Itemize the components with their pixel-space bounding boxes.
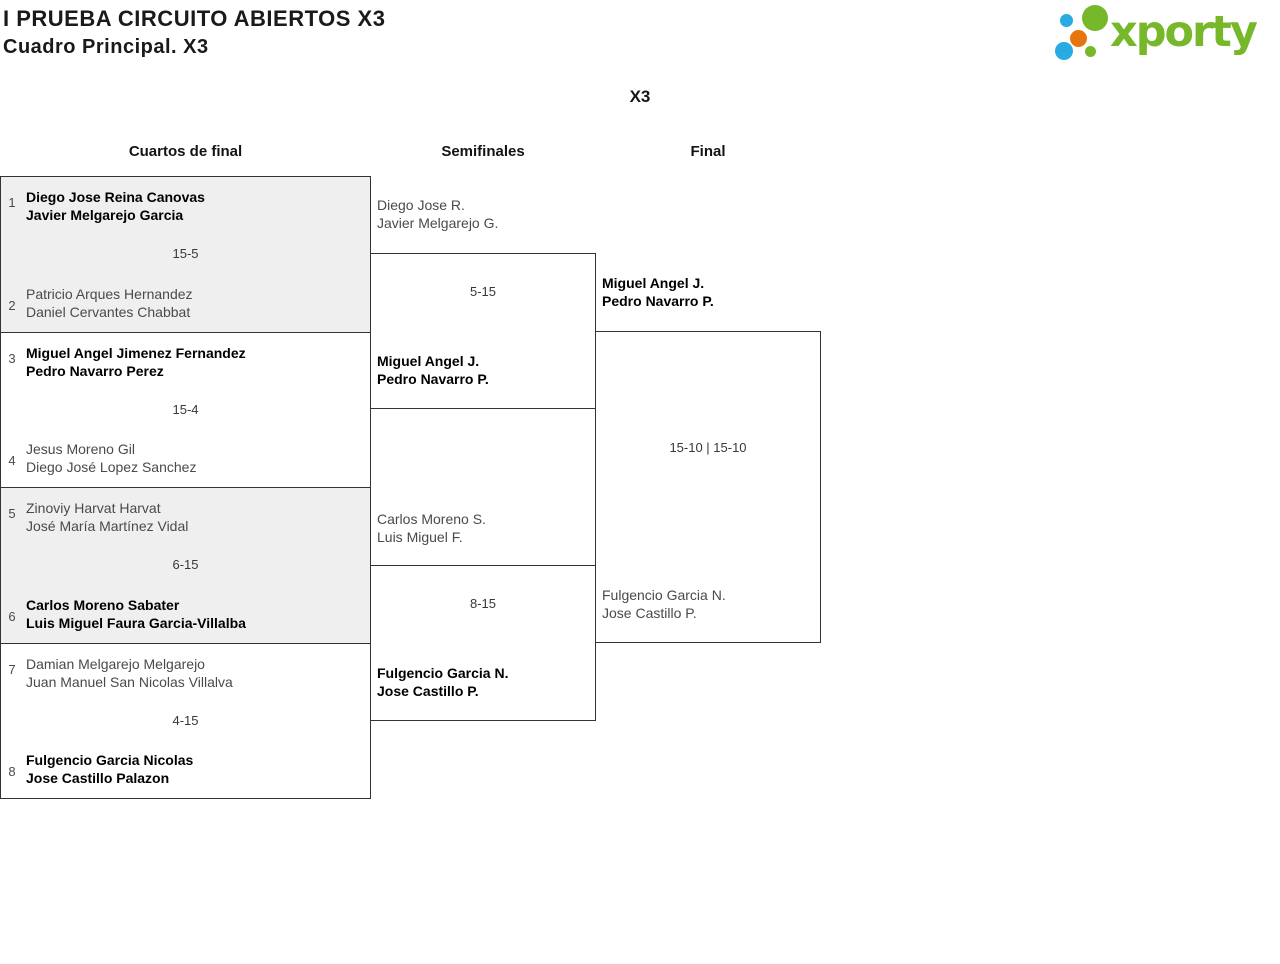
round-header-semifinals: Semifinales <box>441 143 525 160</box>
player-name: José María Martínez Vidal <box>26 518 189 534</box>
round-header-final: Final <box>690 143 726 160</box>
logo-dot-green-small <box>1085 46 1096 57</box>
player-name: Luis Miguel F. <box>377 529 463 545</box>
player-name: Pedro Navarro P. <box>377 371 489 387</box>
xporty-logo[interactable]: xporty <box>1050 0 1280 70</box>
logo-dot-blue-small <box>1060 14 1073 27</box>
team-name: Miguel Angel Jimenez Fernandez Pedro Nav… <box>26 344 246 380</box>
team-name: Miguel Angel J. Pedro Navarro P. <box>377 352 489 388</box>
player-name: Pedro Navarro Perez <box>26 362 164 379</box>
logo-wordmark: xporty <box>1110 7 1258 57</box>
player-name: Miguel Angel J. <box>602 275 705 291</box>
team-name: Jesus Moreno Gil Diego José Lopez Sanche… <box>26 440 196 476</box>
seed-number: 1 <box>8 195 16 210</box>
player-name: Juan Manuel San Nicolas Villalva <box>26 673 233 690</box>
player-name: Patricio Arques Hernandez <box>26 285 193 302</box>
player-name: Fulgencio Garcia N. <box>377 665 509 681</box>
player-name: Fulgencio Garcia N. <box>602 587 726 603</box>
tournament-title: I PRUEBA CIRCUITO ABIERTOS X3 <box>3 6 386 31</box>
draw-subtitle: Cuadro Principal. X3 <box>3 36 209 58</box>
player-name: Zinoviy Harvat Harvat <box>26 500 161 516</box>
team-name: Carlos Moreno S. Luis Miguel F. <box>377 510 486 546</box>
team-name: Damian Melgarejo Melgarejo Juan Manuel S… <box>26 655 233 691</box>
player-name: Jesus Moreno Gil <box>26 441 135 457</box>
player-name: Diego Jose Reina Canovas <box>26 189 205 205</box>
round-header-quarterfinals: Cuartos de final <box>128 143 243 160</box>
player-name: Miguel Angel J. <box>377 353 480 369</box>
quarterfinals-column: 1 Diego Jose Reina Canovas Javier Melgar… <box>0 176 371 799</box>
qf-match-4[interactable]: 7 Damian Melgarejo Melgarejo Juan Manuel… <box>1 642 370 798</box>
team-name: Fulgencio Garcia N. Jose Castillo P. <box>377 664 508 700</box>
team-name: Zinoviy Harvat Harvat José María Martíne… <box>26 499 188 535</box>
player-name: Diego Jose R. <box>377 197 465 213</box>
player-name: Jose Castillo P. <box>602 605 697 621</box>
player-name: Fulgencio Garcia Nicolas <box>26 752 194 768</box>
player-name: Carlos Moreno Sabater <box>26 596 180 613</box>
team-name: Fulgencio Garcia N. Jose Castillo P. <box>602 586 726 622</box>
seed-number: 7 <box>8 661 16 677</box>
team-name: Fulgencio Garcia Nicolas Jose Castillo P… <box>26 751 193 787</box>
player-name: Pedro Navarro P. <box>602 293 714 309</box>
match-score: 8-15 <box>469 596 497 611</box>
seed-number: 2 <box>8 297 16 313</box>
player-name: Luis Miguel Faura Garcia-Villalba <box>26 614 246 631</box>
match-score: 15-10 | 15-10 <box>669 440 747 455</box>
match-score: 4-15 <box>172 712 199 728</box>
qf-match-1[interactable]: 1 Diego Jose Reina Canovas Javier Melgar… <box>1 177 370 332</box>
team-name: Diego Jose Reina Canovas Javier Melgarej… <box>26 188 205 224</box>
player-name: Jose Castillo P. <box>377 683 479 699</box>
seed-number: 5 <box>8 506 16 521</box>
match-score: 15-5 <box>172 246 199 261</box>
player-name: Damian Melgarejo Melgarejo <box>26 655 205 672</box>
team-name: Patricio Arques Hernandez Daniel Cervant… <box>26 285 193 321</box>
logo-dot-orange <box>1070 30 1087 47</box>
match-score: 15-4 <box>172 401 199 417</box>
match-score: 6-15 <box>172 557 199 572</box>
seed-number: 6 <box>8 608 16 624</box>
category-label: X3 <box>629 87 651 106</box>
qf-match-2[interactable]: 3 Miguel Angel Jimenez Fernandez Pedro N… <box>1 331 370 487</box>
seed-number: 4 <box>8 453 16 468</box>
logo-dot-green-large <box>1082 5 1108 31</box>
logo-dot-blue-large <box>1055 42 1073 60</box>
player-name: Carlos Moreno S. <box>377 511 486 527</box>
player-name: Miguel Angel Jimenez Fernandez <box>26 344 246 361</box>
player-name: Javier Melgarejo Garcia <box>26 207 184 223</box>
player-name: Diego José Lopez Sanchez <box>26 459 197 475</box>
team-name: Miguel Angel J. Pedro Navarro P. <box>602 274 714 310</box>
player-name: Javier Melgarejo G. <box>377 215 499 231</box>
seed-number: 8 <box>8 764 16 779</box>
team-name: Carlos Moreno Sabater Luis Miguel Faura … <box>26 596 246 632</box>
sf-match-2[interactable] <box>370 565 596 721</box>
final-match[interactable] <box>595 331 821 643</box>
team-name: Diego Jose R. Javier Melgarejo G. <box>377 196 498 232</box>
match-score: 5-15 <box>469 284 497 299</box>
qf-match-3[interactable]: 5 Zinoviy Harvat Harvat José María Martí… <box>1 487 370 643</box>
seed-number: 3 <box>8 350 16 366</box>
player-name: Daniel Cervantes Chabbat <box>26 303 191 320</box>
player-name: Jose Castillo Palazon <box>26 770 170 786</box>
